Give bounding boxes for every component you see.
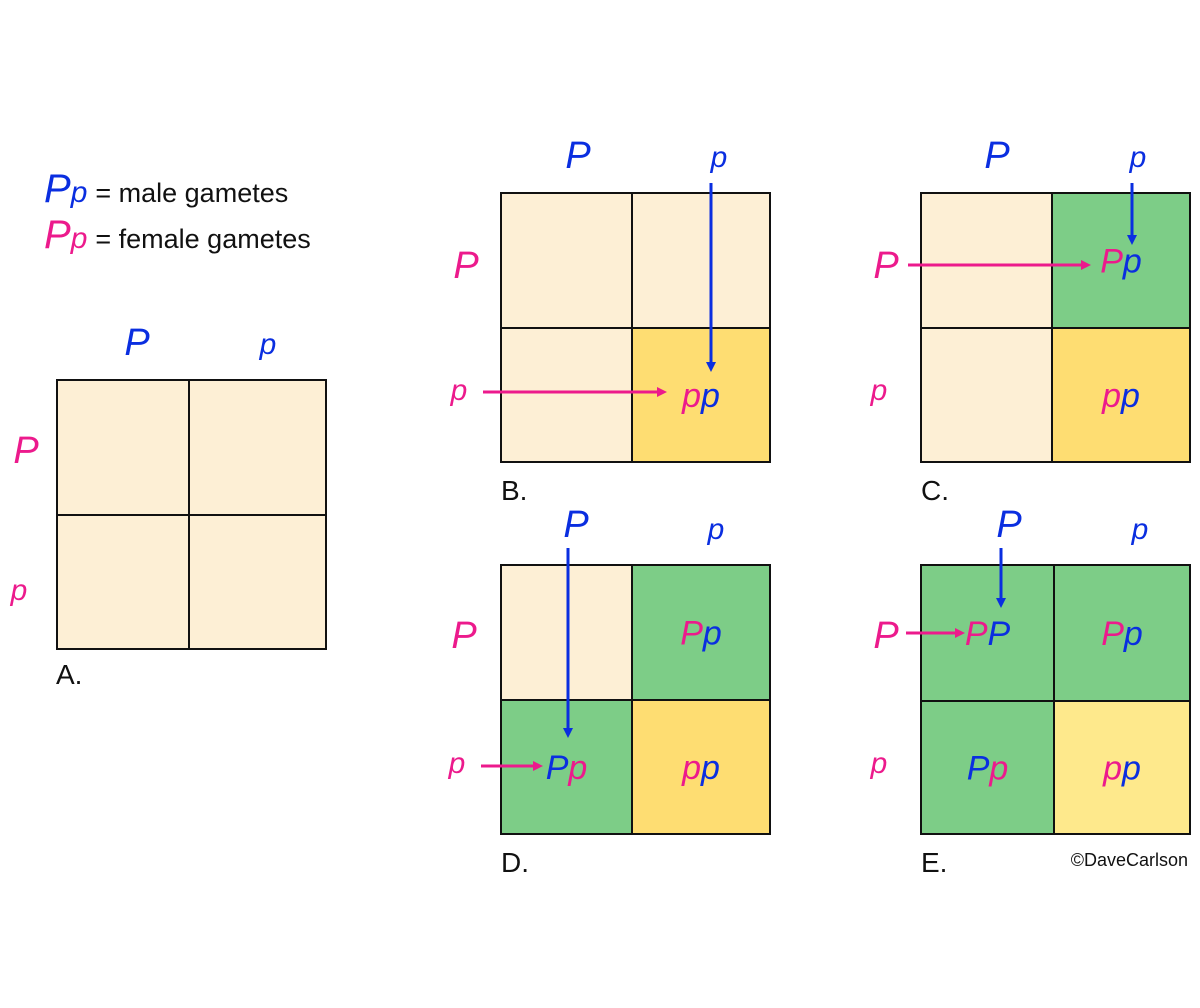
legend-female-big-allele: P: [44, 213, 71, 257]
panel-a-cell-0-1: [188, 379, 327, 516]
panel-b-col-header-0: P: [565, 135, 591, 177]
panel-a-col-header-1: p: [259, 328, 277, 361]
legend-male-text: = male gametes: [95, 178, 288, 208]
panel-e-row-header-1: p: [870, 747, 888, 780]
panel-a-cell-1-0: [56, 514, 190, 650]
panel-a-cell-1-1: [188, 514, 327, 650]
panel-a-row-header-0: P: [13, 430, 39, 472]
panel-d-col-header-0: P: [563, 504, 589, 546]
panel-b-cell-0-1: [631, 192, 771, 329]
panel-e-col-header-1: p: [1131, 513, 1149, 546]
panel-d-label: D.: [501, 847, 529, 878]
panel-c-row-header-1: p: [870, 374, 888, 407]
panel-c-cell-0-0: [920, 192, 1053, 329]
panel-c-label: C.: [921, 475, 949, 506]
panel-e-genotype-1-1: pp: [1102, 750, 1141, 788]
panel-b-cell-1-1: [631, 327, 771, 463]
panel-e-genotype-0-1: Pp: [1101, 615, 1143, 653]
legend: Pp= male gametes Pp= female gametes: [44, 167, 311, 257]
panel-e-cell-1-0: [920, 700, 1055, 835]
copyright-credit: ©DaveCarlson: [1071, 850, 1188, 870]
panel-d-row-header-0: P: [451, 615, 477, 657]
panel-d-col-header-1: p: [707, 513, 725, 546]
panel-b-row-header-1: p: [450, 374, 468, 407]
legend-female-small-allele: p: [70, 222, 88, 255]
panel-c-cell-1-0: [920, 327, 1053, 463]
arrows: [481, 183, 1137, 771]
panel-e-label: E.: [921, 847, 947, 878]
panel-c-col-header-1: p: [1129, 141, 1147, 174]
panel-d-cell-0-1: [631, 564, 771, 701]
panel-c-col-header-0: P: [984, 135, 1010, 177]
panel-d-genotype-0-1: Pp: [680, 615, 722, 653]
panel-b-cell-0-0: [500, 192, 633, 329]
panel-e-genotype-1-0: Pp: [967, 750, 1009, 788]
panel-e-col-header-0: P: [996, 504, 1022, 546]
legend-female-row: Pp= female gametes: [44, 213, 311, 257]
panel-b-genotype-1-1: pp: [681, 377, 720, 415]
panel-d-row-header-1: p: [448, 747, 466, 780]
panel-e-cell-1-1: [1053, 700, 1191, 835]
panel-a-cell-0-0: [56, 379, 190, 516]
panel-a-label: A.: [56, 659, 82, 690]
panel-e-genotype-0-0: PP: [965, 615, 1011, 653]
panel-c-genotype-1-1: pp: [1101, 377, 1140, 415]
panel-b-label: B.: [501, 475, 527, 506]
legend-male-small-allele: p: [70, 176, 88, 209]
panel-d-cell-1-1: [631, 699, 771, 835]
panel-c-genotype-0-1: Pp: [1100, 243, 1142, 281]
panel-d-genotype-1-0: Pp: [546, 749, 588, 787]
panel-b-cell-1-0: [500, 327, 633, 463]
panel-d-genotype-1-1: pp: [681, 749, 720, 787]
panel-c-cell-1-1: [1051, 327, 1191, 463]
legend-male-big-allele: P: [44, 167, 71, 211]
panel-c-cell-0-1: [1051, 192, 1191, 329]
panel-e-row-header-0: P: [873, 615, 899, 657]
panel-c-row-header-0: P: [873, 245, 899, 287]
panel-e-cell-0-1: [1053, 564, 1191, 702]
panel-a-row-header-1: p: [10, 574, 28, 607]
legend-female-text: = female gametes: [95, 224, 310, 254]
legend-male-row: Pp= male gametes: [44, 167, 288, 211]
panel-a-col-header-0: P: [124, 322, 150, 364]
panel-b-col-header-1: p: [710, 141, 728, 174]
panel-b-row-header-0: P: [453, 245, 479, 287]
